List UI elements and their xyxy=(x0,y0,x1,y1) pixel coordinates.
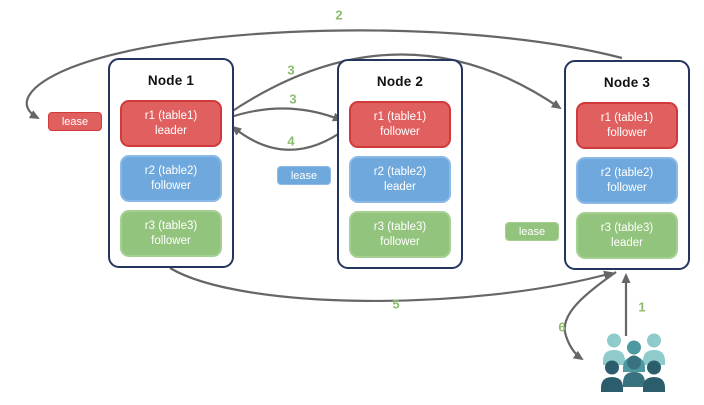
lease-tag-table2: lease xyxy=(277,166,331,185)
replica-role: follower xyxy=(607,126,647,139)
lease-tag-table1: lease xyxy=(48,112,102,131)
replica-name: r3 (table3) xyxy=(600,221,654,234)
replica-name: r1 (table1) xyxy=(373,110,427,123)
arrow-step5-node1-to-node3 xyxy=(169,267,614,302)
replica-role: follower xyxy=(607,181,647,194)
node2-replica-r3: r3 (table3) follower xyxy=(349,211,451,258)
person-icon xyxy=(603,333,625,365)
step-label-1: 1 xyxy=(638,299,646,315)
node3-replica-r1: r1 (table1) follower xyxy=(576,102,678,149)
node-3-card: Node 3 r1 (table1) follower r2 (table2) … xyxy=(564,60,690,270)
replica-role: follower xyxy=(151,179,191,192)
node-2-title: Node 2 xyxy=(376,73,424,89)
node-1-title: Node 1 xyxy=(147,72,195,88)
replica-name: r3 (table3) xyxy=(144,219,198,232)
lease-label: lease xyxy=(518,225,546,238)
clients-group-icon xyxy=(601,333,665,392)
replica-name: r2 (table2) xyxy=(144,164,198,177)
step-label-3a: 3 xyxy=(287,62,295,78)
replica-name: r1 (table1) xyxy=(144,109,198,122)
step-label-2: 2 xyxy=(335,7,343,23)
replica-name: r1 (table1) xyxy=(600,111,654,124)
replica-role: leader xyxy=(384,180,416,193)
replica-role: leader xyxy=(155,124,187,137)
node-2-card: Node 2 r1 (table1) follower r2 (table2) … xyxy=(337,59,463,269)
lease-tag-table3: lease xyxy=(505,222,559,241)
person-icon xyxy=(643,333,665,365)
lease-label: lease xyxy=(290,169,318,182)
node3-replica-r3: r3 (table3) leader xyxy=(576,212,678,259)
node1-replica-r3: r3 (table3) follower xyxy=(120,210,222,257)
replica-role: follower xyxy=(380,235,420,248)
node1-replica-r1: r1 (table1) leader xyxy=(120,100,222,147)
node1-replica-r2: r2 (table2) follower xyxy=(120,155,222,202)
step-label-5: 5 xyxy=(392,296,400,312)
node-1-card: Node 1 r1 (table1) leader r2 (table2) fo… xyxy=(108,58,234,268)
replica-name: r3 (table3) xyxy=(373,220,427,233)
lease-label: lease xyxy=(61,115,89,128)
replica-role: follower xyxy=(380,125,420,138)
node-3-title: Node 3 xyxy=(603,74,651,90)
step-label-4: 4 xyxy=(287,133,295,149)
node2-replica-r1: r1 (table1) follower xyxy=(349,101,451,148)
replica-role: follower xyxy=(151,234,191,247)
node3-replica-r2: r2 (table2) follower xyxy=(576,157,678,204)
replica-name: r2 (table2) xyxy=(373,165,427,178)
step-label-3b: 3 xyxy=(289,91,297,107)
replica-role: leader xyxy=(611,236,643,249)
step-label-6: 6 xyxy=(558,319,566,335)
replica-name: r2 (table2) xyxy=(600,166,654,179)
node2-replica-r2: r2 (table2) leader xyxy=(349,156,451,203)
arrow-step3-node1-to-node2 xyxy=(227,107,343,122)
person-icon xyxy=(643,360,665,392)
person-icon xyxy=(601,360,623,392)
